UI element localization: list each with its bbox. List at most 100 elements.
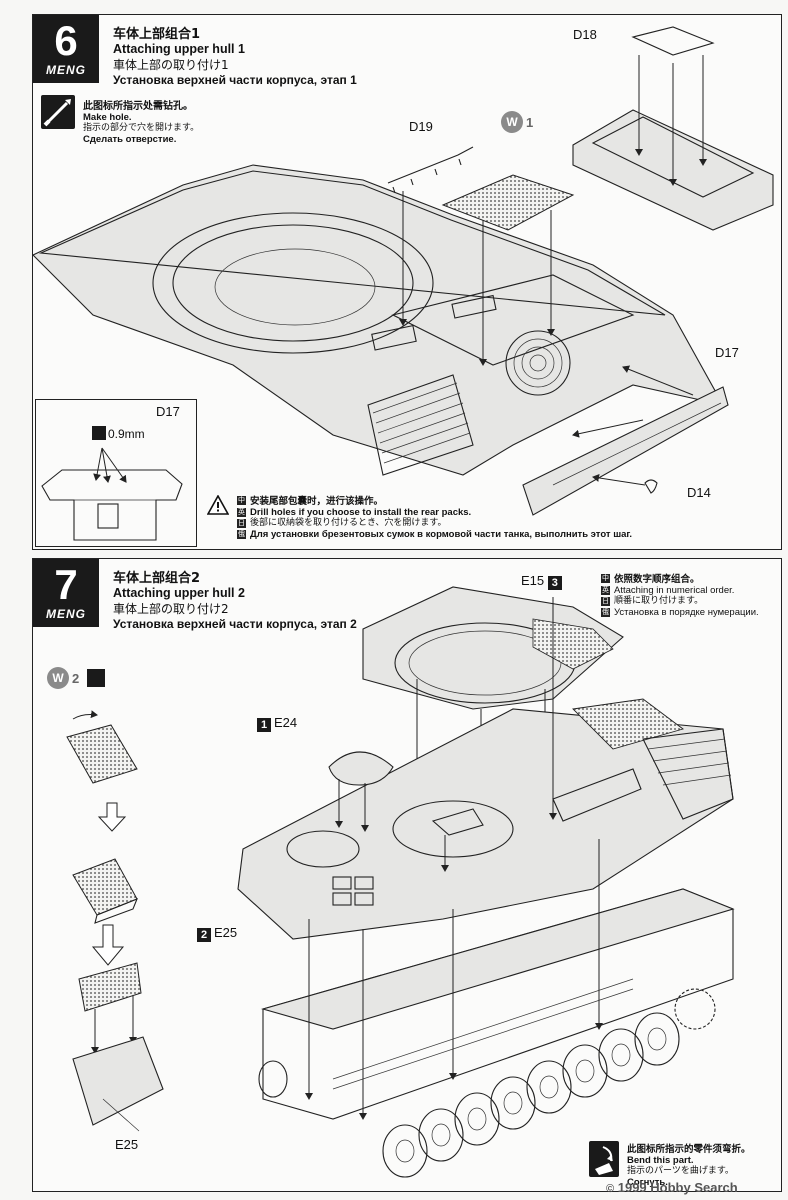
order-note-zh: 依照数字顺序组合。: [614, 574, 700, 585]
drill-note-en: Make hole.: [83, 112, 132, 123]
drill-icon: [41, 95, 75, 129]
step-6-titles: 车体上部组合1 Attaching upper hull 1 車体上部の取り付け…: [113, 23, 357, 87]
label-e15: E15 3: [521, 573, 565, 590]
watermark-text: 1999 Hobby Search: [617, 1180, 738, 1195]
step-6-panel: 6 MENG 车体上部组合1 Attaching upper hull 1 車体…: [32, 14, 782, 550]
e25-part-drawing: [431, 808, 484, 872]
grille-bent: [72, 858, 138, 924]
order-note-zh-line: 中依照数字顺序组合。: [601, 571, 759, 585]
lang-tag-ru: 俄: [601, 608, 610, 617]
road-wheels: [258, 988, 716, 1178]
label-e15-tag: 3: [547, 576, 562, 590]
d18-hull-drawing: [572, 26, 774, 231]
d19-part-drawing: [387, 146, 474, 326]
upper-hull-drawing: [33, 164, 725, 476]
e24-part-drawing: [328, 751, 394, 832]
label-d14: D14: [687, 485, 711, 500]
e15-part-drawing: [549, 597, 642, 822]
grille-flat: [66, 710, 138, 784]
lang-tag-ru: 俄: [237, 530, 246, 539]
order-note-ru-line: 俄 Установка в порядке нумерации.: [601, 607, 759, 618]
d17-drill-inset: D17 0.9mm: [35, 399, 197, 547]
rear-note-en: Drill holes if you choose to install the…: [250, 507, 472, 518]
bend-note-ru: Согнуть.: [627, 1177, 668, 1188]
bend-note-zh: 此图标所指示的零件须弯折。: [627, 1144, 751, 1155]
order-note-en-line: 英 Attaching in numerical order.: [601, 585, 759, 596]
bend-note-ja: 指示のパーツを曲げます。: [627, 1166, 734, 1176]
bend-icon: [589, 1141, 619, 1177]
down-arrow-2: [91, 924, 125, 966]
w-sheet-number: 1: [526, 114, 534, 130]
order-note-ja-line: 日順番に取り付けます。: [601, 596, 759, 607]
drill-note-ja: 指示の部分で穴を開けます。: [83, 123, 200, 133]
label-e24-text: E24: [274, 715, 298, 730]
label-d17: D17: [715, 345, 739, 360]
drill-note: 此图标所指示处需钻孔。 Make hole. 指示の部分で穴を開けます。 Сде…: [83, 97, 199, 145]
drill-note-zh: 此图标所指示处需钻孔。: [83, 101, 193, 112]
order-note-en: Attaching in numerical order.: [614, 585, 735, 596]
step-7-titles: 车体上部组合2 Attaching upper hull 2 車体上部の取り付け…: [113, 567, 357, 631]
bend-note: 此图标所指示的零件须弯折。 Bend this part. 指示のパーツを曲げま…: [589, 1141, 751, 1188]
watermark: © 1999 Hobby Search: [606, 1180, 738, 1195]
rear-note-ru-line: 俄 Для установки брезентовых сумок в кормо…: [237, 529, 632, 540]
drill-size-value: 0.9mm: [108, 427, 145, 441]
order-note-ru: Установка в порядке нумерации.: [614, 607, 759, 618]
lower-hull-drawing: [258, 839, 735, 1178]
label-e24-tag: 1: [257, 718, 271, 732]
bend-note-en: Bend this part.: [627, 1155, 694, 1166]
title-ru: Установка верхней части корпуса, этап 1: [113, 73, 357, 87]
lang-tag-ja: 日: [237, 519, 246, 528]
step-6-badge: 6 MENG: [33, 15, 99, 83]
rear-note-zh-line: 中安装尾部包囊时，进行该操作。: [237, 493, 632, 507]
inset-drawing: [41, 447, 183, 541]
down-arrow-1: [97, 802, 127, 832]
order-note-ja: 順番に取り付けます。: [614, 596, 704, 606]
grille-attach: [72, 962, 164, 1132]
step-number: 6: [54, 17, 78, 64]
rear-louvres: [367, 374, 474, 476]
upper-hull-2-drawing: [237, 698, 734, 940]
d14-part-drawing: [592, 473, 658, 494]
w-sheet-number: 2: [72, 670, 80, 686]
title-en: Attaching upper hull 1: [113, 42, 245, 56]
drill-size: 0.9mm: [92, 426, 145, 441]
rear-note-ru: Для установки брезентовых сумок в кормов…: [250, 529, 633, 540]
label-e15-text: E15: [521, 573, 545, 588]
lang-tag-ja: 日: [601, 597, 610, 606]
w-sheet-badge: W: [47, 667, 69, 689]
bend-icon-small: [86, 669, 105, 687]
inset-title: D17: [156, 404, 180, 419]
label-d19: D19: [409, 119, 433, 134]
rear-note-zh: 安装尾部包囊时，进行该操作。: [250, 496, 384, 507]
step-7-drawing: [66, 586, 735, 1178]
title-zh: 车体上部组合2: [113, 571, 201, 586]
rear-note-ja: 後部に収納袋を取り付けるとき、穴を開けます。: [250, 518, 447, 528]
step-7-panel: 7 MENG 车体上部组合2 Attaching upper hull 2 車体…: [32, 558, 782, 1192]
label-e25-bottom: E25: [115, 1137, 139, 1152]
brand-logo: MENG: [46, 607, 86, 621]
w1-mesh-drawing: [441, 174, 575, 366]
title-zh: 车体上部组合1: [113, 27, 201, 42]
brand-logo: MENG: [46, 63, 86, 77]
title-ja: 車体上部の取り付け2: [113, 602, 229, 616]
watermark-copyright: ©: [606, 1183, 615, 1195]
title-ja: 車体上部の取り付け1: [113, 58, 229, 72]
label-e25-tag: 2: [197, 928, 211, 942]
drill-size-icon: [92, 426, 106, 440]
drill-note-ru: Сделать отверстие.: [83, 134, 177, 145]
lang-tag-zh: 中: [601, 573, 610, 583]
lang-tag-en: 英: [601, 586, 610, 595]
rear-note-ja-line: 日後部に収納袋を取り付けるとき、穴を開けます。: [237, 518, 632, 529]
warning-icon: [207, 495, 229, 515]
title-ru: Установка верхней части корпуса, этап 2: [113, 617, 357, 631]
step-6-drawing: [33, 26, 774, 516]
label-e25-text: E25: [214, 925, 238, 940]
order-note: 中依照数字顺序组合。 英 Attaching in numerical order…: [601, 571, 759, 618]
title-en: Attaching upper hull 2: [113, 586, 245, 600]
